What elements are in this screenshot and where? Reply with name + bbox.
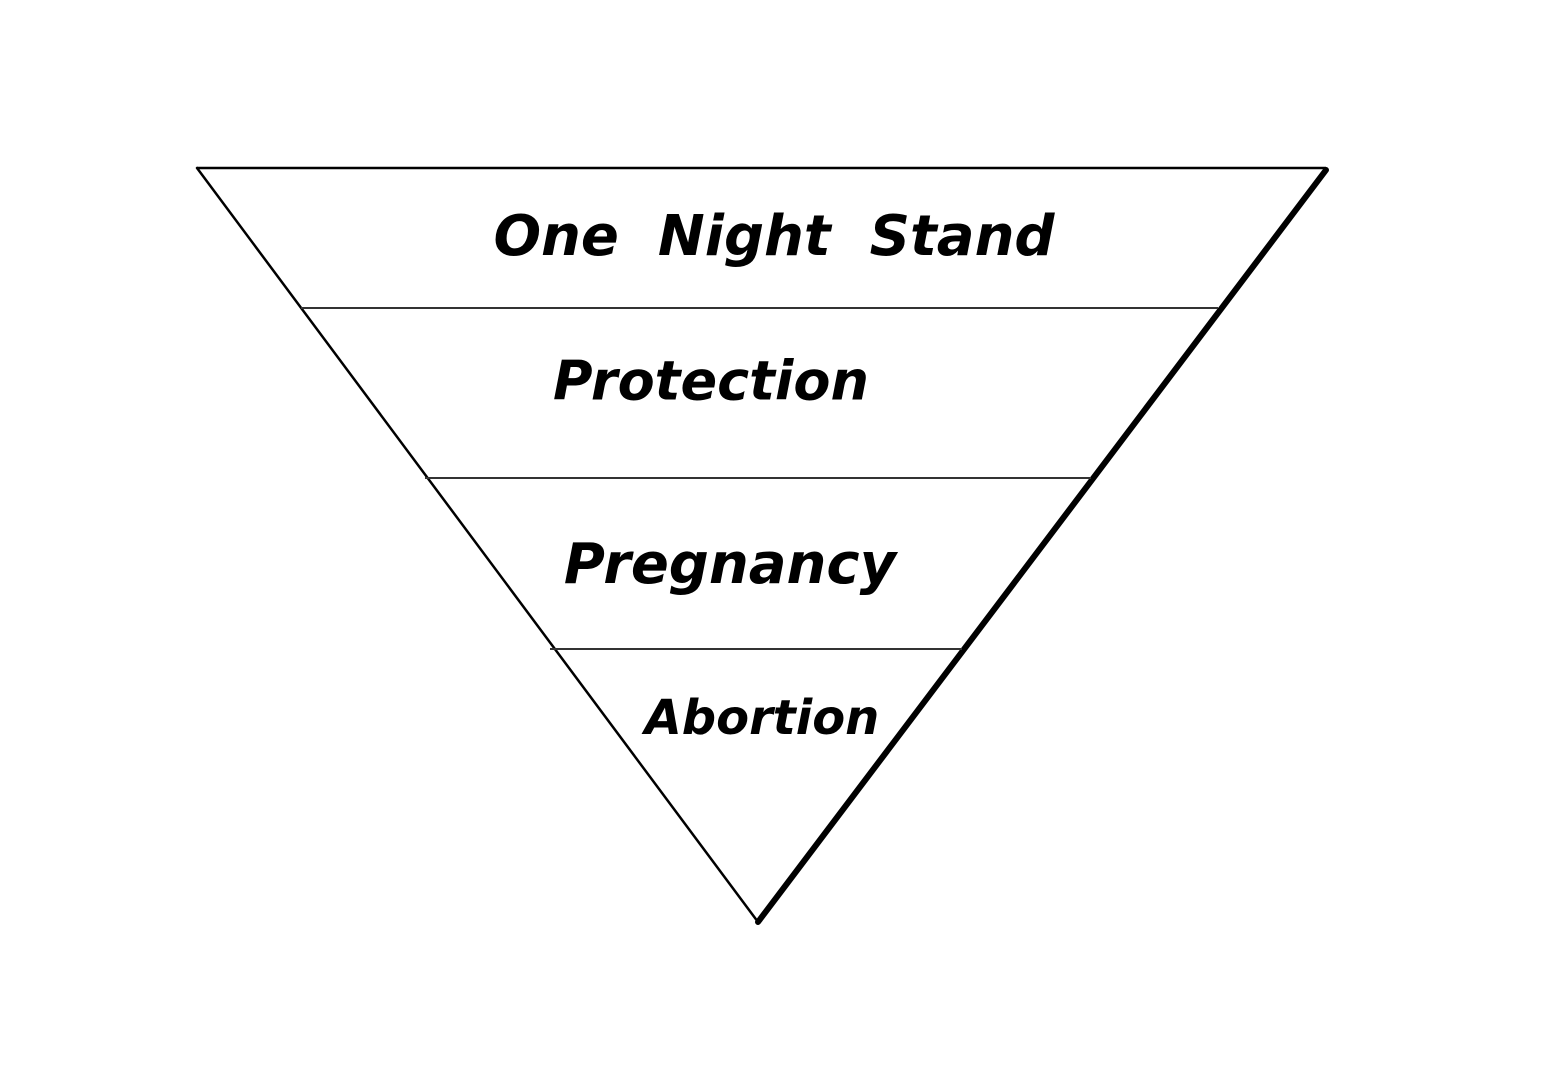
pyramid-outline <box>195 166 1329 925</box>
layer-label-protection: Protection <box>553 350 869 413</box>
layer-label-abortion: Abortion <box>641 690 880 746</box>
layer-label-pregnancy: Pregnancy <box>564 532 899 597</box>
layer-dividers <box>301 307 1218 650</box>
layer-labels: One Night Stand Protection Pregnancy Abo… <box>493 204 1055 746</box>
pyramid-right-edge <box>755 167 1329 925</box>
layer-label-one-night-stand: One Night Stand <box>493 204 1055 269</box>
pyramid-left-edge <box>195 166 760 924</box>
